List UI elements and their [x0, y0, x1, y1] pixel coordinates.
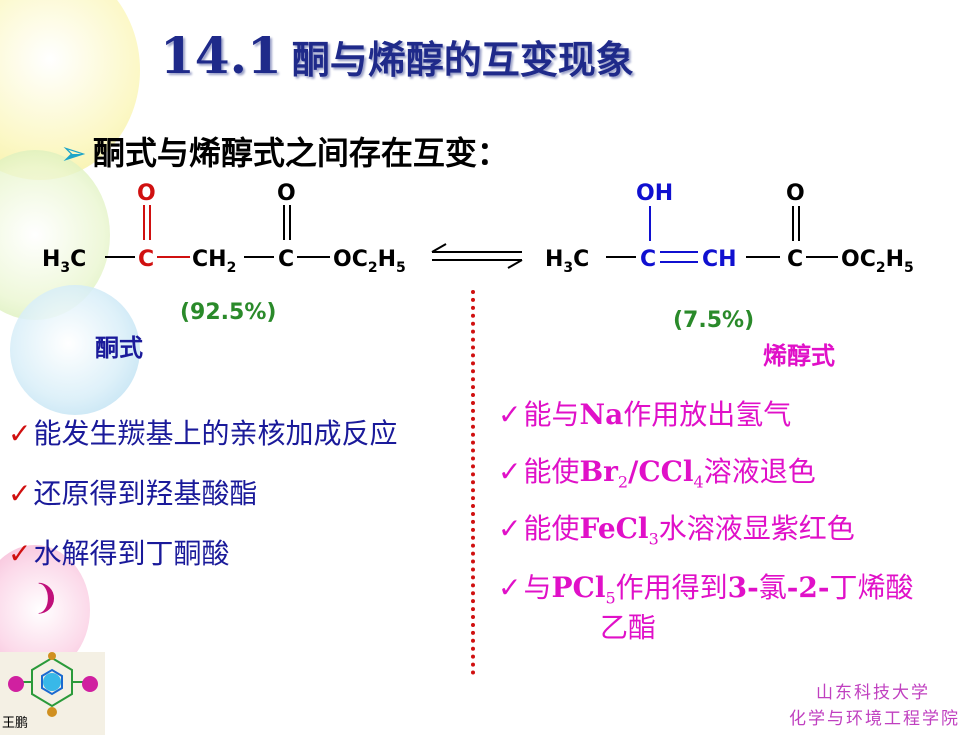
author-name: 王鹏 [2, 716, 29, 731]
enol-ch: CH [702, 247, 737, 272]
check-icon: ✓ [8, 477, 32, 510]
enol-ester-carbon: C [787, 247, 803, 272]
check-icon: ✓ [498, 512, 522, 545]
keto-property-3: ✓水解得到丁酮酸 [8, 537, 230, 570]
check-icon: ✓ [8, 417, 32, 450]
bullet-arrow-icon: ➢ [60, 134, 87, 172]
deco-blue-bubble [10, 285, 140, 415]
title-number: 14.1 [160, 26, 282, 85]
enol-percent: (7.5%) [673, 308, 755, 333]
page-title: 14.1 酮与烯醇的互变现象 [160, 26, 634, 90]
enol-oc2h5: OC2H5 [841, 247, 914, 276]
dotted-divider [471, 290, 475, 675]
keto-oxygen-1: O [137, 181, 156, 206]
check-icon: ✓ [498, 571, 522, 604]
enol-label: 烯醇式 [763, 342, 835, 370]
enol-hydroxyl: OH [636, 181, 673, 206]
check-icon: ✓ [8, 537, 32, 570]
footer-university: 山东科技大学 [816, 683, 930, 703]
keto-property-1: ✓能发生羰基上的亲核加成反应 [8, 417, 398, 450]
enol-property-3: ✓能使FeCl3水溶液显紫红色 [498, 512, 855, 549]
enol-carbon: C [640, 247, 656, 272]
keto-label: 酮式 [95, 334, 143, 362]
keto-property-2: ✓还原得到羟基酸酯 [8, 477, 258, 510]
enol-property-4: ✓与PCl5作用得到3-氯-2-丁烯酸 [498, 571, 914, 608]
keto-ch2: CH2 [192, 247, 236, 276]
enol-property-4-line2: 乙酯 [600, 611, 657, 644]
molecule-logo-icon [8, 652, 98, 717]
keto-percent: (92.5%) [180, 300, 277, 325]
enol-h3c: H3C [545, 247, 589, 276]
enol-oxygen-2: O [786, 181, 805, 206]
subheading: ➢酮式与烯醇式之间存在互变： [60, 128, 509, 174]
tautomer-equation: O H3C C CH2 O C OC2H5 OH O [42, 181, 914, 276]
enol-property-2: ✓能使Br2/CCl4溶液退色 [498, 455, 816, 492]
keto-oc2h5: OC2H5 [333, 247, 406, 276]
check-icon: ✓ [498, 398, 522, 431]
keto-oxygen-2: O [277, 181, 296, 206]
enol-property-1: ✓能与Na作用放出氢气 [498, 398, 792, 431]
footer-college: 化学与环境工程学院 [789, 709, 960, 729]
keto-carbonyl-carbon: C [138, 247, 154, 272]
check-icon: ✓ [498, 455, 522, 488]
subheading-text: 酮式与烯醇式之间存在互变： [92, 134, 509, 172]
keto-ester-carbon: C [278, 247, 294, 272]
title-text: 酮与烯醇的互变现象 [291, 38, 634, 82]
deco-swirl-icon: ❩ [32, 578, 61, 618]
author-avatar: 王鹏 [0, 652, 105, 735]
keto-h3c: H3C [42, 247, 86, 276]
